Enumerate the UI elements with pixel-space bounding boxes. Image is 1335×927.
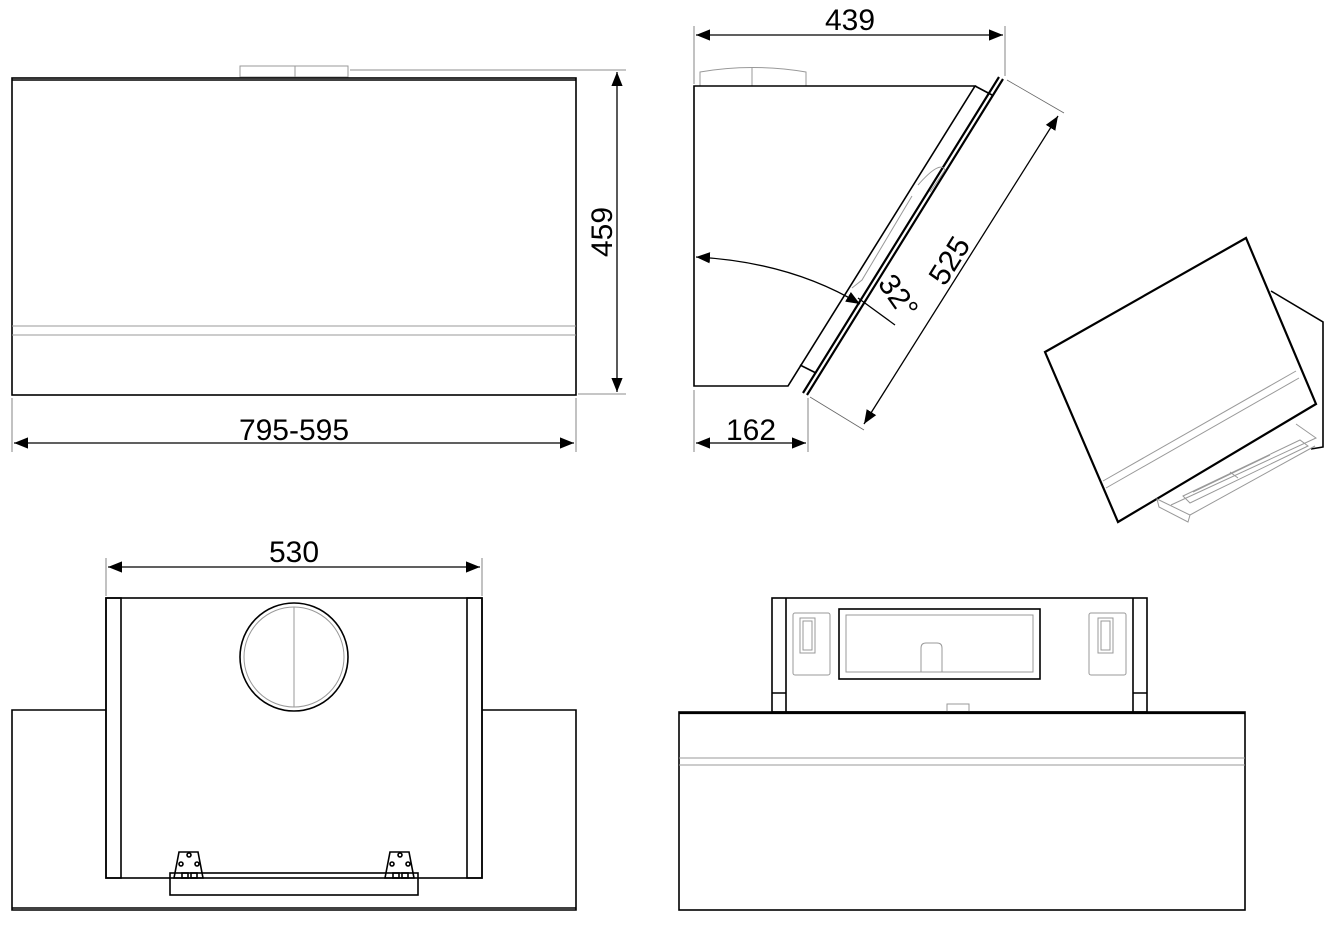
depth-label: 439 [825,4,875,37]
front-panel [11,77,577,396]
glass-front [1043,236,1318,524]
glass-panel [802,76,1004,396]
hood-side [1270,290,1324,450]
mounting-bracket [169,872,419,896]
angle-arc [695,252,861,305]
glass-length-dimension-line [863,115,1059,425]
glass-panel-outline [11,709,577,911]
front-view: 459 795-595 [11,65,626,452]
hinge-right [384,851,415,879]
glass-length-label: 525 [923,231,978,291]
hinge-left [173,851,204,879]
bottom-depth-label: 162 [726,414,776,447]
filter-tray [1156,423,1317,523]
clip-left [792,612,831,676]
hood-body [693,85,977,387]
grease-filter [838,608,1041,680]
height-label: 459 [586,207,619,257]
glass-panel-front [678,711,1246,911]
clip-right [1088,612,1127,676]
isometric-view [1043,236,1324,524]
outlet-cap [699,67,807,86]
body-width-label: 530 [269,536,319,569]
width-label: 795-595 [239,414,349,447]
bottom-view [678,597,1246,911]
side-view: 439 162 525 32° [693,4,1065,452]
top-view: 530 [11,536,577,911]
exhaust-outlet [239,602,349,712]
outlet-cap [239,65,349,78]
